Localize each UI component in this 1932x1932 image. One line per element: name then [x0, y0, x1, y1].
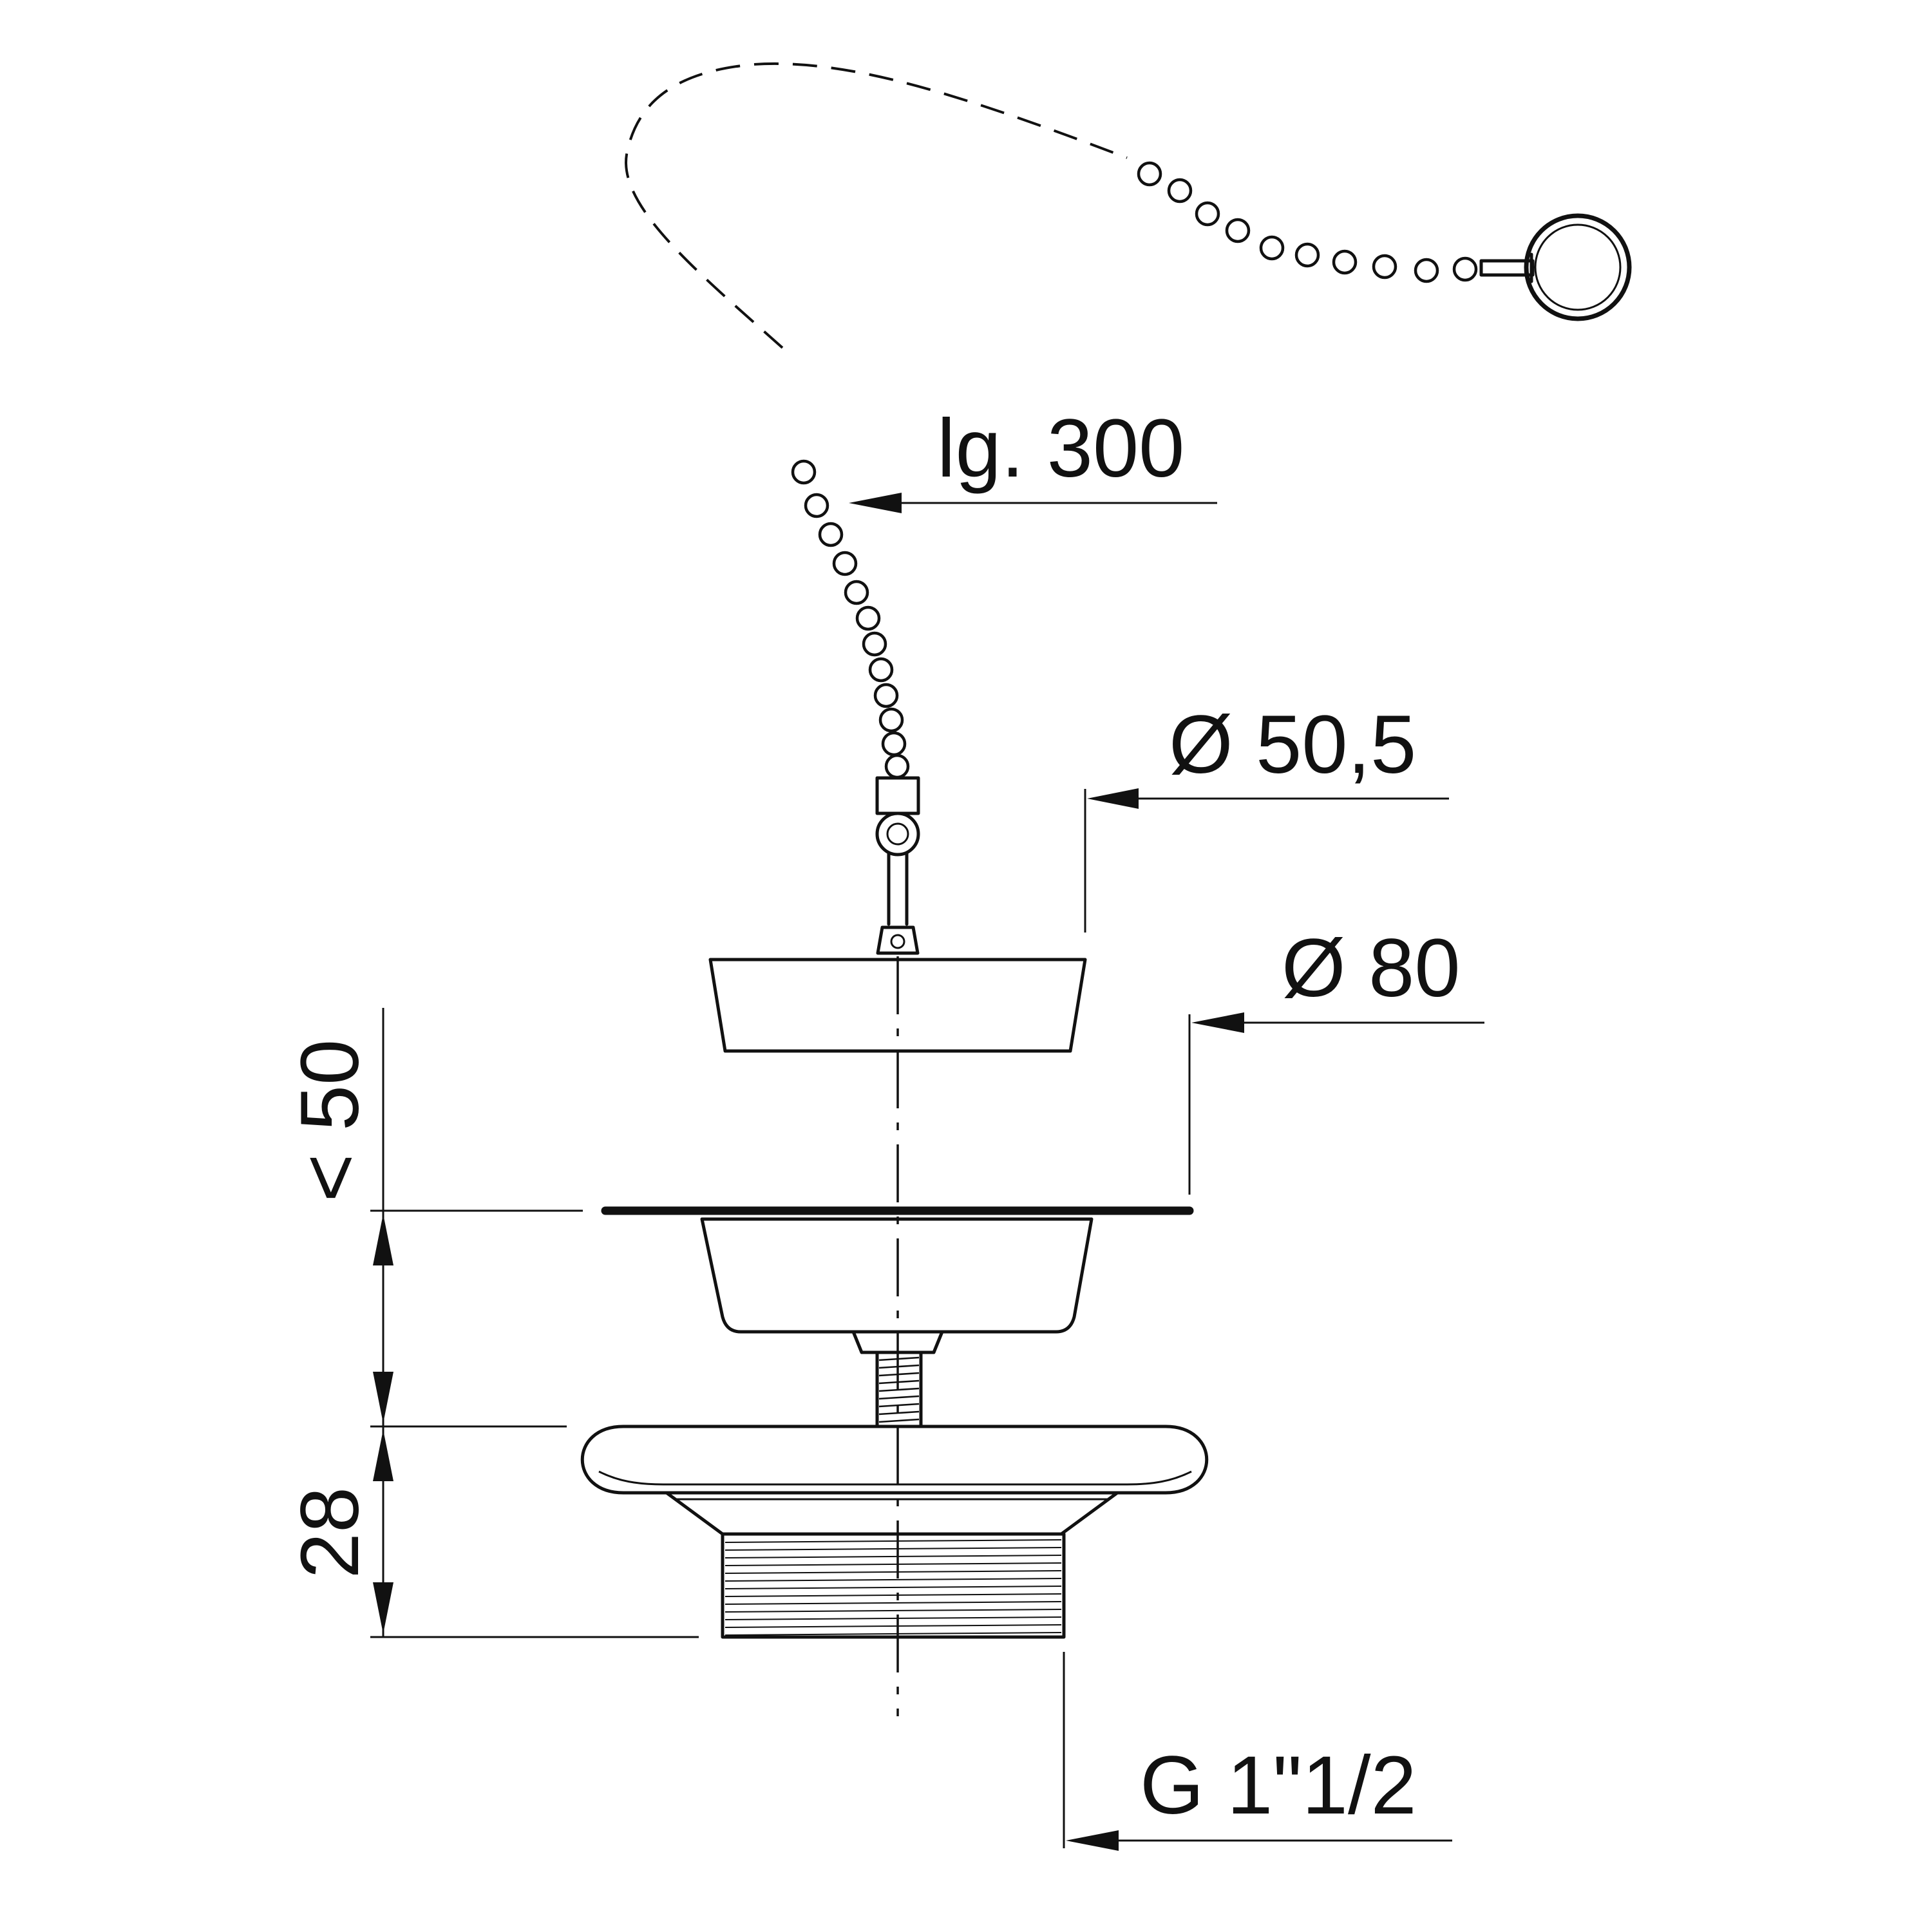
label-body-height: 28	[284, 1487, 376, 1578]
bolt-thread-line	[878, 1364, 920, 1369]
chain-ball	[1137, 161, 1162, 187]
ring-inner	[1534, 223, 1622, 311]
hanger-pin	[890, 934, 905, 949]
label-flange-diameter: Ø 80	[1282, 922, 1461, 1014]
chain-ball	[791, 459, 817, 485]
body-thread-line	[724, 1616, 1062, 1620]
chain-ball	[1195, 201, 1220, 227]
bolt-thread-line	[878, 1403, 920, 1408]
body-thread-line	[724, 1578, 1062, 1582]
chain-ball	[1414, 258, 1439, 283]
chain-dashed-run	[625, 62, 1128, 349]
dimension-chain-length: lg. 300	[849, 402, 1217, 513]
dimension-height-max: < 50	[284, 1008, 583, 1426]
plug-hanger	[875, 776, 920, 955]
chain-ball	[862, 631, 887, 657]
pull-ring	[1479, 213, 1632, 321]
body-thread-line	[724, 1562, 1062, 1566]
bolt-thread-line	[878, 1395, 920, 1400]
body-thread-line	[724, 1586, 1062, 1589]
chain-ball	[1167, 178, 1193, 204]
chain-ball	[878, 707, 904, 733]
dimension-flange-diameter: Ø 80	[1188, 922, 1484, 1195]
dimension-plug-diameter: Ø 50,5	[1084, 699, 1449, 933]
chain-ball	[884, 753, 910, 779]
dimension-body-height: 28	[284, 1425, 699, 1638]
chain	[625, 62, 1478, 779]
chain-ball	[868, 657, 894, 683]
bolt-thread-line	[878, 1410, 920, 1416]
body-thread-line	[724, 1547, 1062, 1551]
body-thread-line	[724, 1570, 1062, 1574]
chain-ball	[844, 580, 869, 605]
hanger-block	[875, 776, 920, 815]
label-height-max: < 50	[284, 1039, 376, 1202]
chain-ball	[881, 731, 907, 757]
chain-ball	[1332, 249, 1358, 275]
chain-ball	[855, 605, 881, 631]
body-thread-line	[724, 1632, 1062, 1636]
chain-ball	[804, 493, 829, 518]
chain-ball	[1259, 235, 1285, 261]
threaded-body	[721, 1532, 1066, 1639]
bolt-thread-line	[878, 1418, 920, 1423]
bolt-threads	[878, 1356, 920, 1423]
chain-ball	[1294, 242, 1320, 268]
bolt-thread-line	[878, 1372, 920, 1377]
body-threads	[724, 1539, 1062, 1636]
body-thread-line	[724, 1539, 1062, 1543]
basket-cup	[700, 1217, 1094, 1334]
chain-balls	[791, 161, 1478, 779]
body-thread-line	[724, 1609, 1062, 1613]
bolt-thread-line	[878, 1387, 920, 1392]
chain-ball	[873, 683, 899, 708]
chain-ball	[1225, 218, 1251, 243]
chain-ball	[1452, 256, 1478, 282]
body-thread-line	[724, 1601, 1062, 1605]
chain-ball	[832, 551, 858, 576]
stopper-plug	[708, 958, 1087, 1053]
hanger-eye-inner	[886, 822, 909, 846]
gasket-ring	[580, 1425, 1209, 1495]
label-chain-length: lg. 300	[937, 402, 1184, 495]
chain-ball	[1372, 254, 1397, 279]
label-plug-diameter: Ø 50,5	[1169, 699, 1416, 791]
ring-outer	[1524, 213, 1632, 321]
hanger-base	[876, 925, 920, 955]
chain-ball	[818, 522, 844, 547]
bolt-thread-line	[878, 1356, 920, 1361]
hanger-eye	[875, 811, 920, 857]
body-thread-line	[724, 1555, 1062, 1558]
dimension-thread: G 1"1/2	[1063, 1652, 1452, 1851]
body-thread-line	[724, 1593, 1062, 1597]
body-thread-line	[724, 1624, 1062, 1628]
label-thread: G 1"1/2	[1140, 1739, 1417, 1832]
bolt-thread-line	[878, 1379, 920, 1385]
